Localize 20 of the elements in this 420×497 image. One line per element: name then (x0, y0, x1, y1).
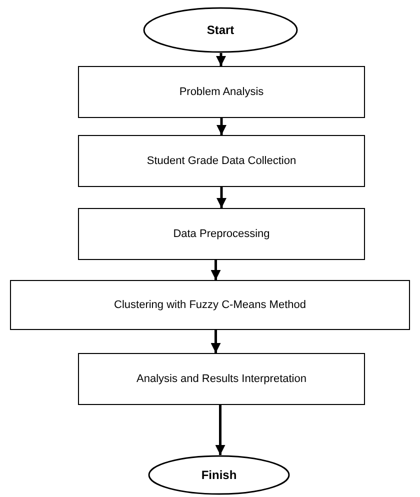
arrow (216, 53, 226, 66)
terminal-ellipse (148, 455, 290, 495)
arrow (210, 330, 221, 353)
process-box (78, 66, 365, 118)
arrow (210, 260, 221, 280)
node-label: Clustering with Fuzzy C-Means Method (114, 299, 306, 311)
process-box (10, 280, 410, 330)
terminal-ellipse (143, 7, 298, 53)
process-box (78, 135, 365, 187)
node-label: Student Grade Data Collection (146, 155, 296, 167)
process-box (78, 208, 365, 260)
process-box (78, 353, 365, 405)
arrow (215, 405, 226, 455)
node-label: Problem Analysis (179, 86, 264, 98)
node-label: Analysis and Results Interpretation (136, 373, 306, 385)
node-label: Start (206, 23, 234, 37)
arrow (216, 118, 226, 135)
arrow (216, 187, 226, 208)
node-label: Data Preprocessing (173, 228, 270, 240)
node-label: Finish (201, 468, 237, 482)
